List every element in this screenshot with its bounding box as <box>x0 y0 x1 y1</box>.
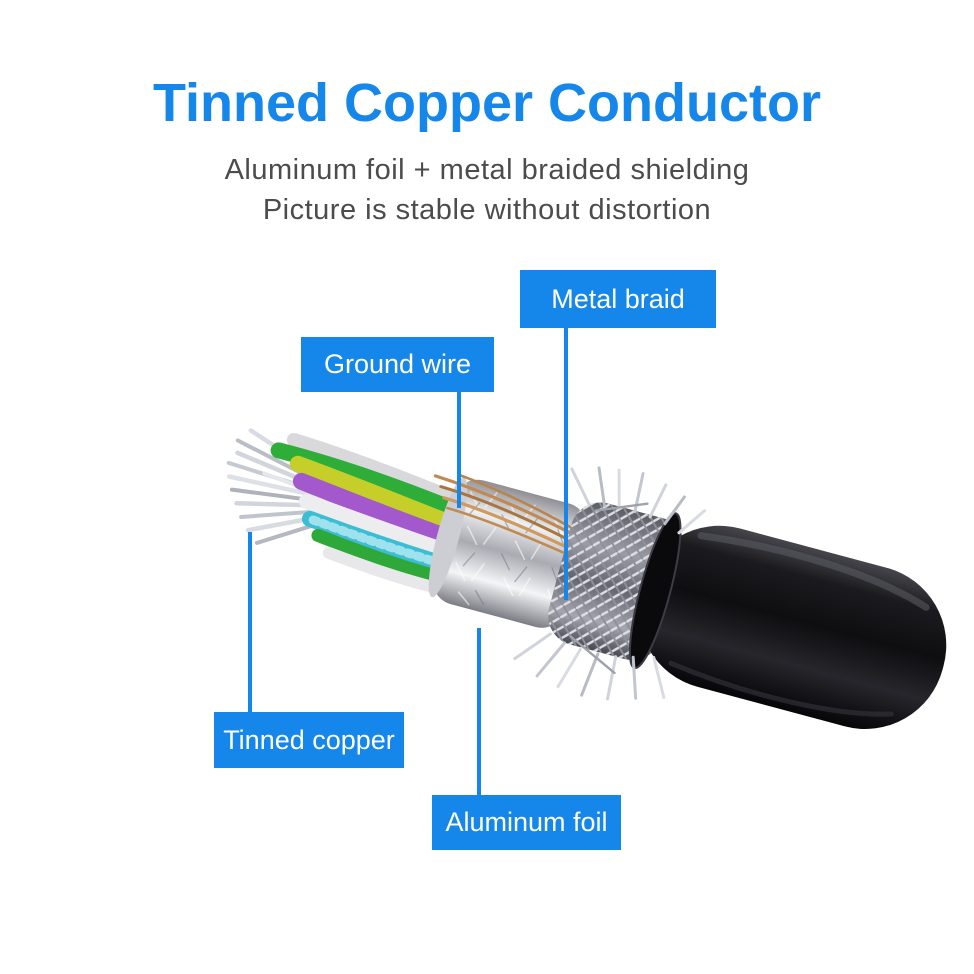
callout-tinned-copper: Tinned copper <box>214 712 404 768</box>
callout-line-aluminum-foil <box>477 628 481 795</box>
callout-metal-braid-label: Metal braid <box>551 283 685 314</box>
callout-aluminum-foil: Aluminum foil <box>432 795 621 850</box>
callout-ground-wire-label: Ground wire <box>323 349 472 379</box>
page-title: Tinned Copper Conductor <box>153 73 821 133</box>
subtitle: Aluminum foil + metal braided shielding … <box>0 150 974 230</box>
callout-line-tinned-copper <box>248 532 252 712</box>
callout-line-metal-braid <box>564 328 568 600</box>
braid-frayed-strands <box>513 466 707 701</box>
callout-tinned-copper-label: Tinned copper <box>223 724 395 755</box>
callout-ground-wire: Ground wire <box>301 337 494 392</box>
callout-metal-braid: Metal braid <box>520 270 716 328</box>
callout-aluminum-foil-label: Aluminum foil <box>445 807 608 837</box>
subtitle-line-2: Picture is stable without distortion <box>262 194 712 226</box>
outer-jacket <box>628 512 947 729</box>
callout-line-ground-wire <box>457 392 461 508</box>
subtitle-line-1: Aluminum foil + metal braided shielding <box>224 154 750 186</box>
